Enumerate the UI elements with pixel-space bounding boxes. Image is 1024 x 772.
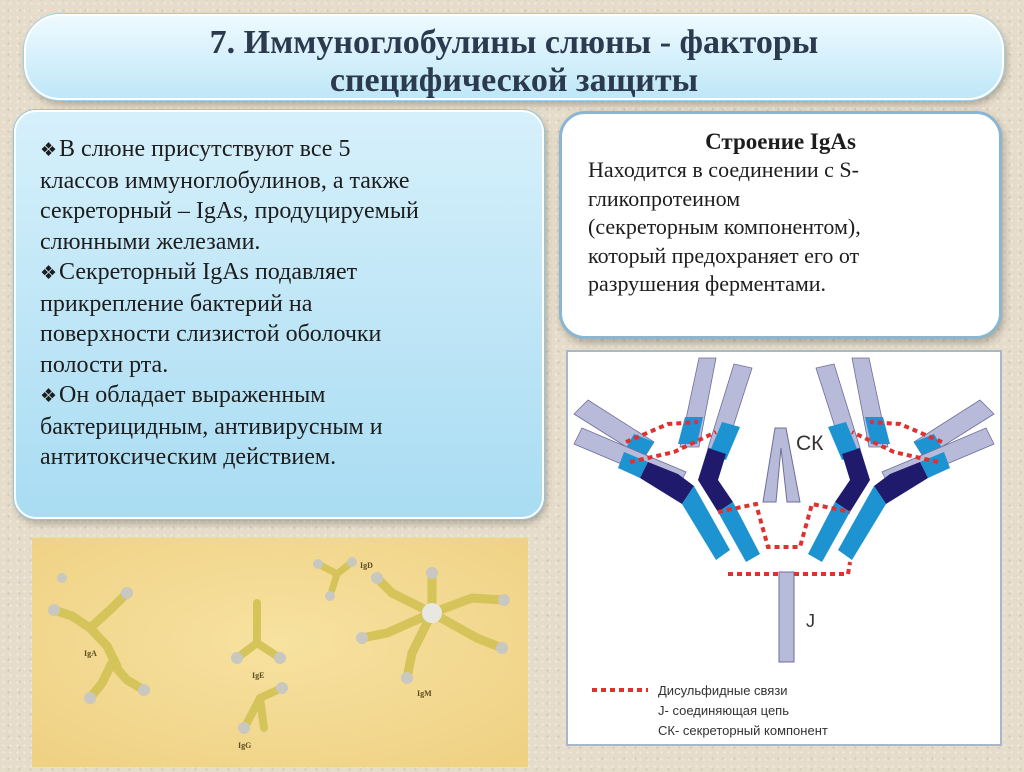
- immunoglobulin-models-image: IgD IgA IgE IgM IgG: [32, 538, 528, 767]
- bullet-item: ❖Секреторный IgAs подавляет прикрепление …: [40, 257, 526, 380]
- bullet-line: бактерицидным, антивирусным и: [40, 413, 383, 440]
- bullet-line: В слюне присутствуют все 5: [59, 136, 351, 162]
- legend-j-chain: J- соединяющая цепь: [658, 703, 789, 718]
- igas-structure-text: Находится в соединении с S- гликопротеин…: [588, 156, 985, 299]
- diamond-bullet-icon: ❖: [40, 139, 58, 161]
- ige-label: IgE: [252, 671, 264, 680]
- slide-title-box: 7. Иммуноглобулины слюны - факторы специ…: [24, 14, 1004, 100]
- bullet-line: прикрепление бактерий на: [40, 290, 313, 317]
- diamond-bullet-icon: ❖: [40, 385, 58, 407]
- bullet-line: Он обладает выраженным: [59, 382, 326, 408]
- igd-model: [318, 558, 356, 594]
- sk-label: СК: [796, 432, 824, 455]
- iga-label: IgA: [84, 649, 97, 658]
- bullet-line: полости рта.: [40, 351, 169, 378]
- bullet-line: антитоксическим действием.: [40, 444, 337, 470]
- igas-diagram-svg: СК J Дисульфидные связи J- соединяющая ц…: [573, 357, 995, 738]
- iga-model: [49, 588, 149, 703]
- j-label: J: [806, 611, 815, 631]
- igas-structure-title: Строение IgAs: [705, 129, 856, 154]
- igas-diagram: СК J Дисульфидные связи J- соединяющая ц…: [566, 350, 1002, 746]
- text-line: гликопротеином: [588, 185, 741, 211]
- bullet-line: поверхности слизистой оболочки: [40, 321, 382, 347]
- bullet-line: слюнными железами.: [40, 228, 261, 255]
- text-line: Находится в соединении с S-: [588, 157, 859, 182]
- igg-label: IgG: [238, 741, 251, 750]
- j-chain: [778, 571, 795, 663]
- igm-model: [357, 568, 509, 683]
- secretory-component: [762, 427, 801, 503]
- bullet-item: ❖Он обладает выраженным бактерицидным, ан…: [40, 380, 526, 473]
- igm-label: IgM: [417, 689, 432, 698]
- bullet-item: ❖В слюне присутствуют все 5 классов иммун…: [40, 134, 526, 257]
- slide-title-line-2: специфической защиты: [329, 62, 699, 99]
- left-antibody: [573, 357, 760, 562]
- right-antibody: [808, 357, 995, 562]
- legend-disulfide: Дисульфидные связи: [658, 683, 788, 698]
- disulfide-bonds: [625, 420, 943, 576]
- slide-title-line-1: 7. Иммуноглобулины слюны - факторы: [209, 24, 819, 61]
- text-line: (секреторным компонентом),: [588, 214, 861, 239]
- diamond-bullet-icon: ❖: [40, 262, 58, 284]
- legend-sk: СК- секреторный компонент: [658, 723, 828, 738]
- igas-structure-box: Строение IgAs Находится в соединении с S…: [559, 111, 1002, 339]
- bullet-line: секреторный – IgAs, продуцируемый: [40, 198, 419, 224]
- bullet-line: классов иммуноглобулинов, а также: [40, 167, 410, 194]
- text-line: который предохраняет его от: [588, 242, 860, 268]
- text-line: разрушения ферментами.: [588, 271, 827, 296]
- immunoglobulin-models-photo: IgD IgA IgE IgM IgG: [32, 538, 528, 767]
- igd-label: IgD: [360, 561, 373, 570]
- bullet-line: Секреторный IgAs подавляет: [59, 259, 358, 285]
